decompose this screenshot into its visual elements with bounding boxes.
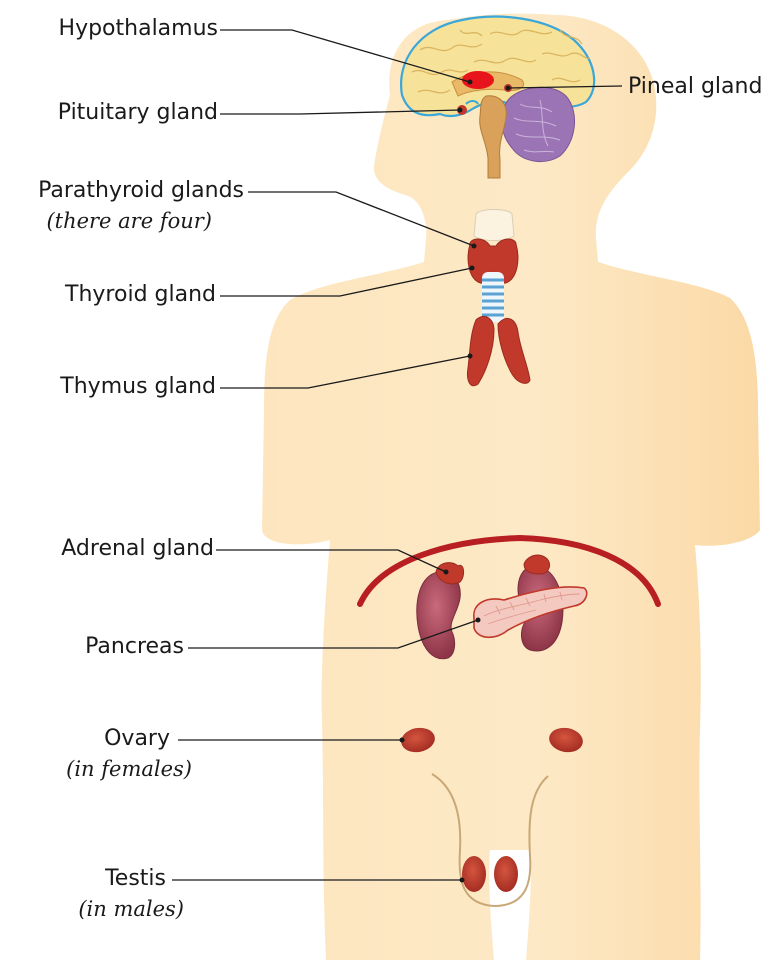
label-ovary: Ovary <box>104 726 170 752</box>
trachea <box>482 272 504 322</box>
body-silhouette <box>262 14 760 960</box>
adrenal-gland-right <box>524 555 550 574</box>
label-adrenal: Adrenal gland <box>61 536 214 562</box>
label-pancreas: Pancreas <box>85 634 184 660</box>
label-ovary-note: (in females) <box>66 756 192 782</box>
label-parathyroid-note: (there are four) <box>46 208 212 234</box>
hypothalamus-gland <box>462 71 494 89</box>
label-parathyroid: Parathyroid glands <box>38 178 244 204</box>
larynx <box>474 210 514 241</box>
label-thymus: Thymus gland <box>60 374 216 400</box>
label-pituitary: Pituitary gland <box>58 100 218 126</box>
label-thyroid: Thyroid gland <box>65 282 216 308</box>
testis-right <box>494 856 518 892</box>
label-testis-note: (in males) <box>78 896 184 922</box>
label-testis: Testis <box>105 866 166 892</box>
label-pineal: Pineal gland <box>628 74 762 100</box>
testis-left <box>462 856 486 892</box>
label-hypothalamus: Hypothalamus <box>59 16 218 42</box>
